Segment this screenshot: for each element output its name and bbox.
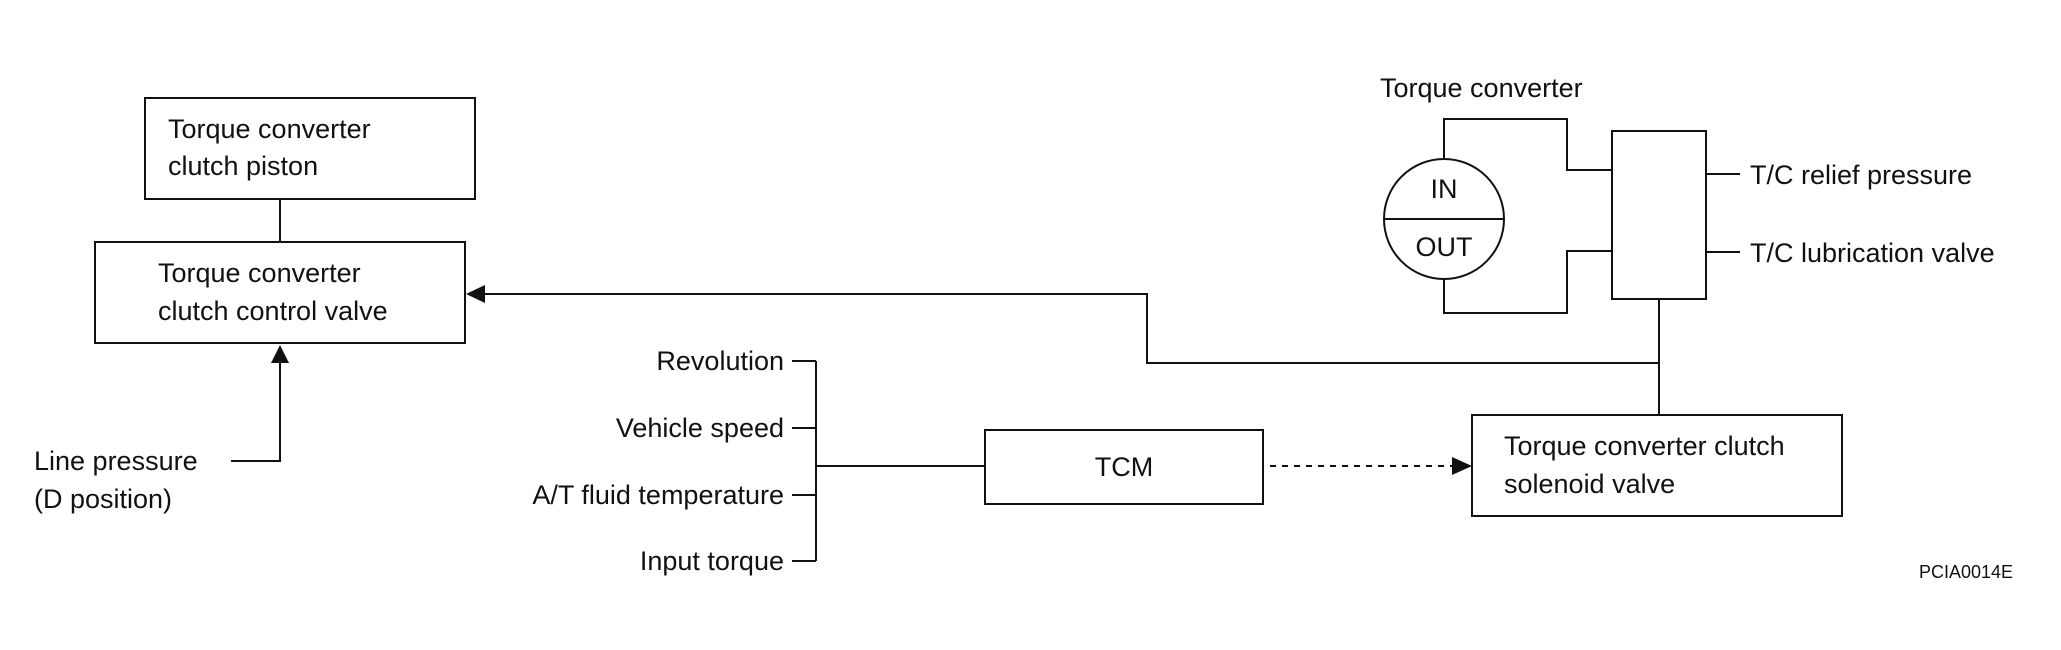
clutch-piston-label-line2: clutch piston	[168, 151, 318, 181]
clutch-piston-block: Torque converter clutch piston	[144, 97, 476, 200]
torque-converter-in-line	[1443, 118, 1612, 171]
input-vehicle-speed: Vehicle speed	[616, 413, 784, 443]
solenoid-feedback-line	[483, 293, 1660, 415]
tcm-inputs: Revolution Vehicle speed A/T fluid tempe…	[532, 346, 985, 576]
figure-code: PCIA0014E	[1919, 562, 2013, 582]
tcm-label: TCM	[1095, 452, 1153, 482]
torque-converter-out-line	[1443, 250, 1612, 314]
tc-outputs: T/C relief pressure T/C lubrication valv…	[1706, 160, 1995, 268]
control-valve-arrowhead	[466, 285, 485, 303]
solenoid-valve-block: Torque converter clutch solenoid valve	[1471, 414, 1843, 517]
solenoid-arrowhead	[1452, 457, 1472, 475]
input-revolution: Revolution	[656, 346, 784, 376]
line-pressure-position-label: (D position)	[34, 484, 172, 514]
tcm-block: TCM	[984, 429, 1264, 505]
control-valve-label-line2: clutch control valve	[158, 296, 388, 326]
solenoid-label-line1: Torque converter clutch	[1504, 431, 1785, 461]
control-valve-label-line1: Torque converter	[158, 258, 361, 288]
input-torque: Input torque	[640, 546, 784, 576]
relief-pressure-label: T/C relief pressure	[1750, 160, 1972, 190]
tc-valve-block	[1611, 130, 1707, 300]
line-pressure: Line pressure (D position)	[34, 345, 289, 514]
torque-converter: Torque converter IN OUT	[1380, 73, 1612, 314]
line-pressure-label: Line pressure	[34, 446, 198, 476]
clutch-piston-label-line1: Torque converter	[168, 114, 371, 144]
line-pressure-arrowhead	[271, 345, 289, 363]
lubrication-valve-label: T/C lubrication valve	[1750, 238, 1995, 268]
solenoid-label-line2: solenoid valve	[1504, 469, 1675, 499]
clutch-control-valve-block: Torque converter clutch control valve	[94, 241, 466, 344]
line-pressure-line	[231, 361, 281, 462]
torque-converter-in-label: IN	[1431, 174, 1458, 204]
torque-converter-title: Torque converter	[1380, 73, 1583, 103]
input-fluid-temperature: A/T fluid temperature	[532, 480, 784, 510]
torque-converter-out-label: OUT	[1416, 232, 1473, 262]
